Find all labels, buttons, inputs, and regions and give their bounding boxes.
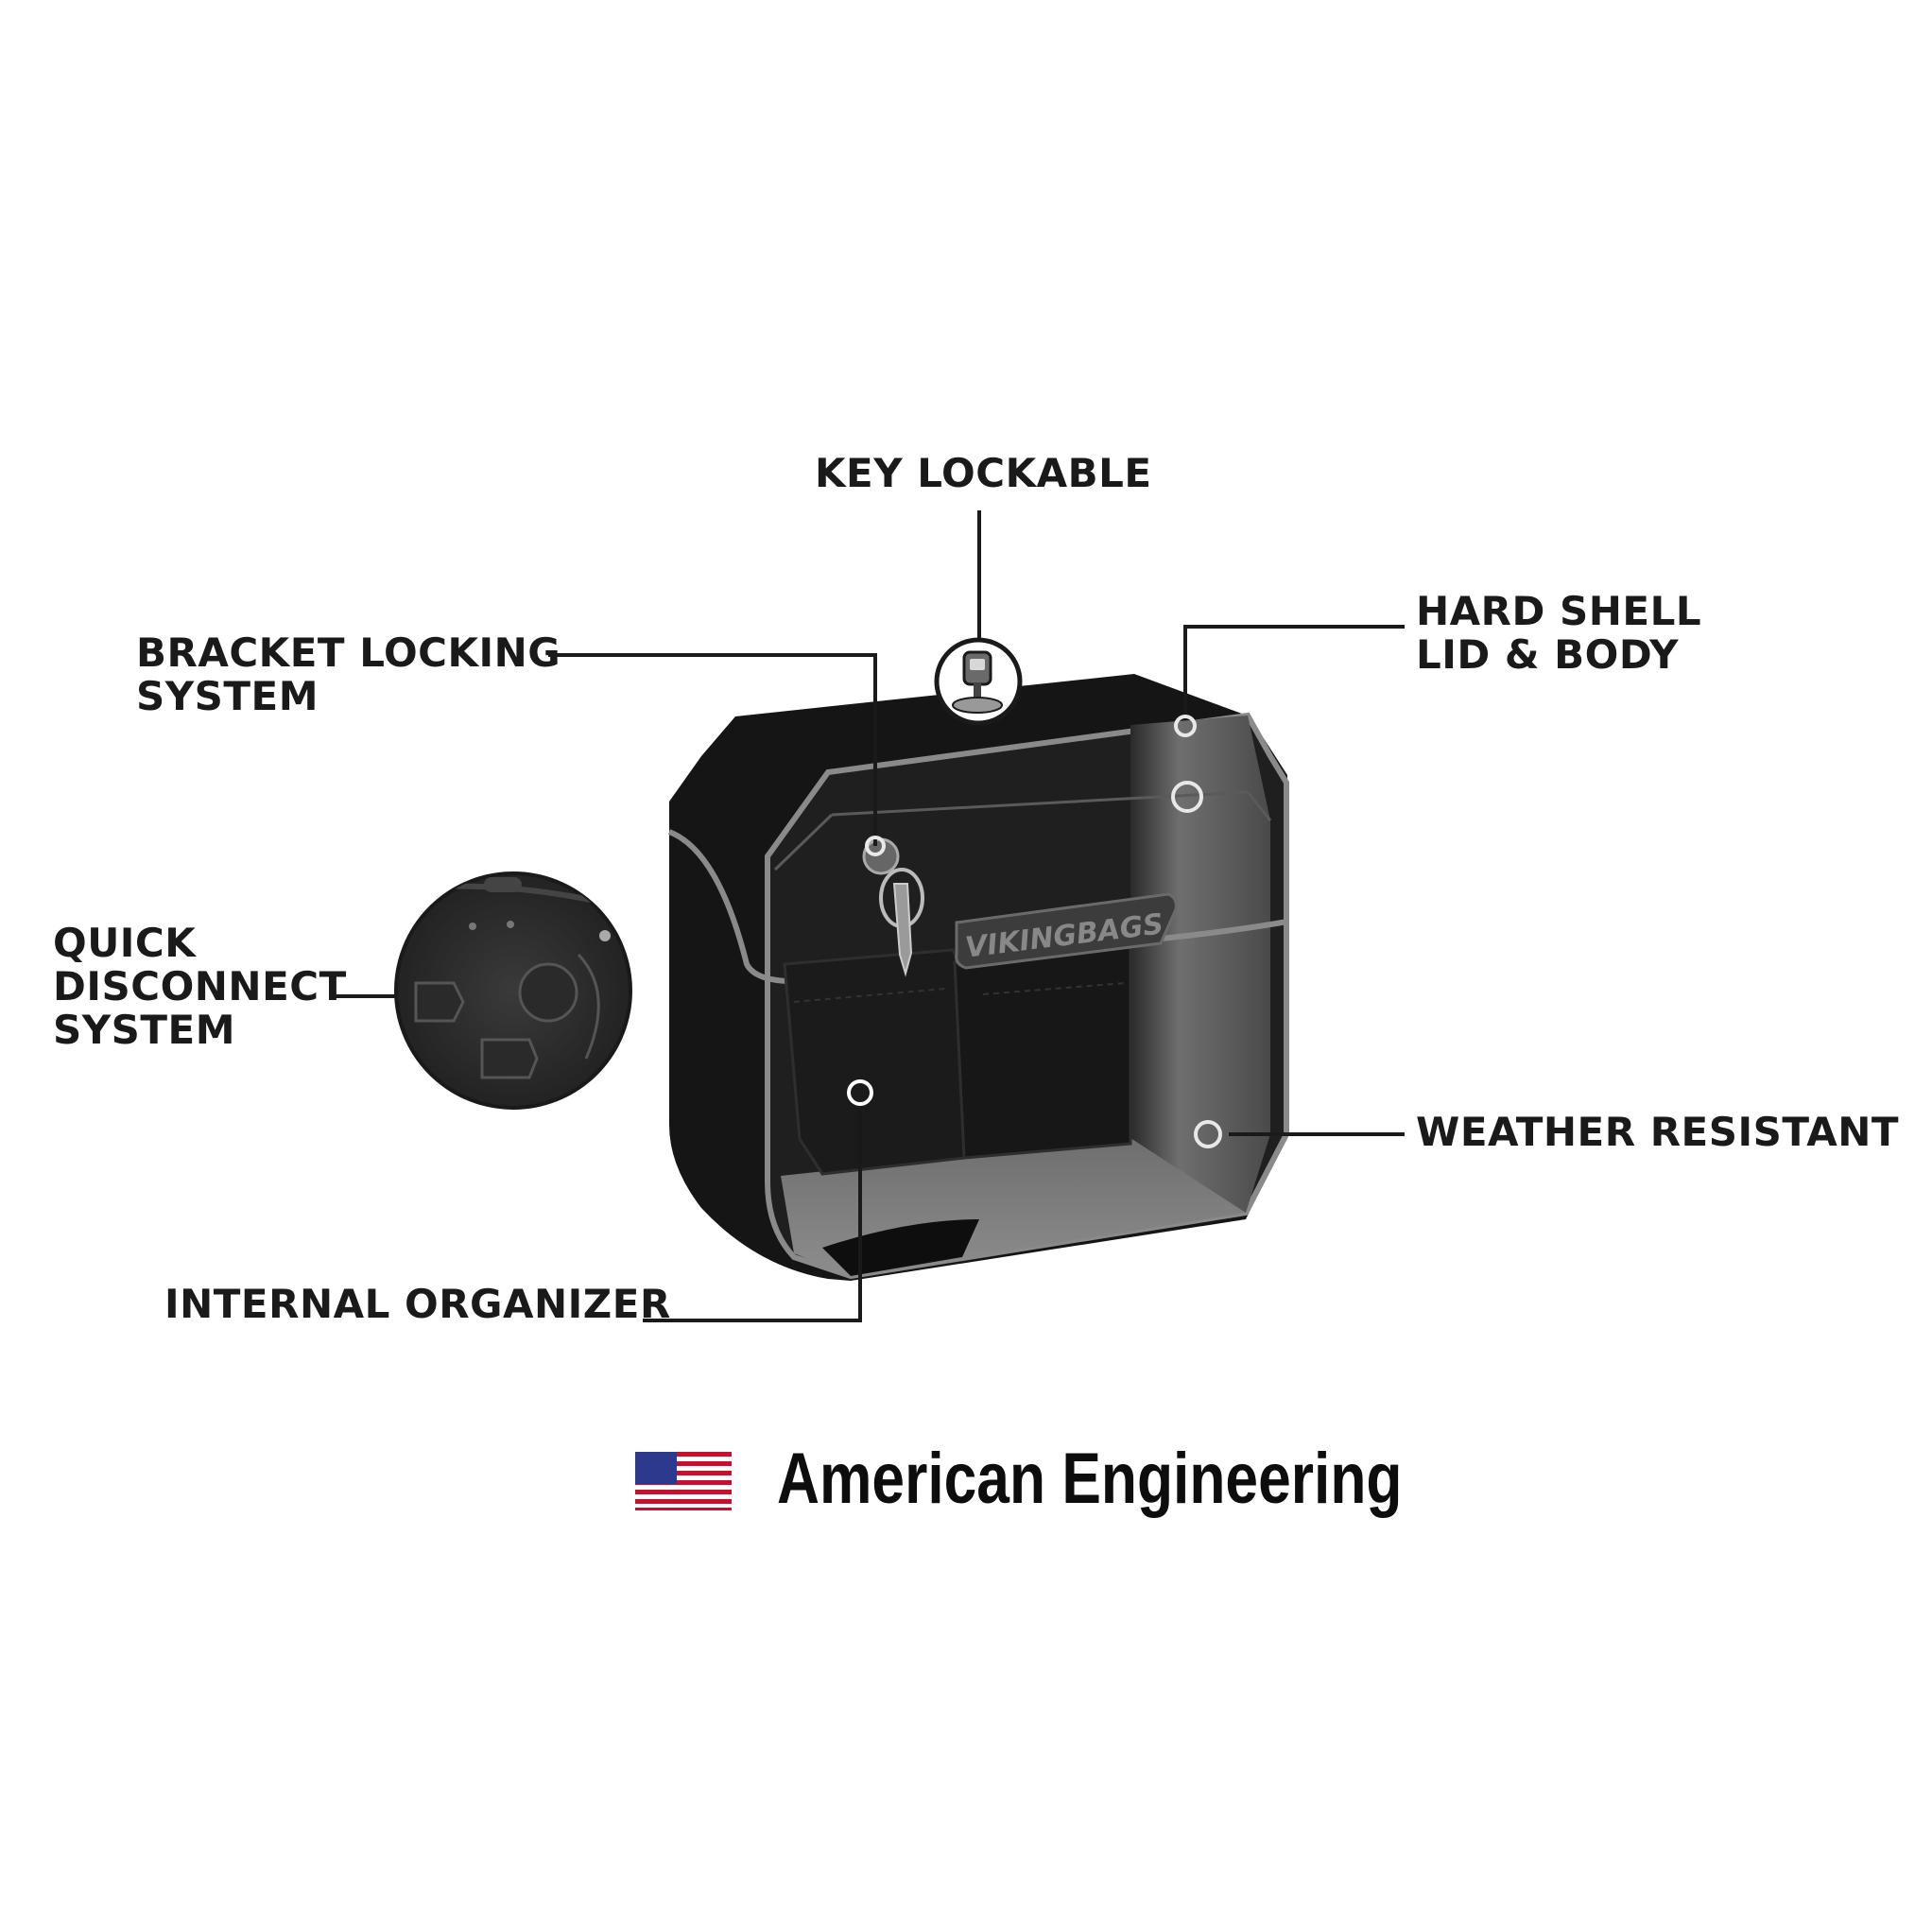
inner-right-wall (1130, 716, 1270, 1213)
callout-markers (847, 715, 1222, 1148)
us-flag-icon (635, 1452, 732, 1510)
footer-american-engineering: American Engineering (777, 1439, 1403, 1519)
callout-quick-disconnect: QUICK DISCONNECT SYSTEM (53, 922, 347, 1052)
key-lock-inset (934, 637, 1023, 726)
organizer-pocket-right (953, 943, 1132, 1160)
quick-disconnect-inset (394, 871, 632, 1110)
callout-lines (336, 510, 1405, 1322)
lid-seam (667, 829, 1288, 985)
callout-internal-organizer: INTERNAL ORGANIZER (164, 1283, 671, 1326)
callout-bracket-line2: SYSTEM (136, 673, 319, 719)
callout-hard-shell: HARD SHELL LID & BODY (1416, 590, 1701, 677)
callout-hard-shell-line1: HARD SHELL (1416, 588, 1702, 634)
callout-weather-line1: WEATHER RESISTANT (1416, 1109, 1900, 1155)
callout-quick-line3: SYSTEM (53, 1007, 236, 1053)
callout-organizer-line1: INTERNAL ORGANIZER (164, 1281, 671, 1327)
brand-plate (955, 892, 1178, 970)
organizer-pocket-left (783, 948, 966, 1176)
callout-key-lockable: KEY LOCKABLE (815, 452, 1152, 495)
saddlebag-illustration: VIKINGBAGS (667, 674, 1289, 1281)
callout-quick-line2: DISCONNECT (53, 963, 347, 1009)
callout-quick-line1: QUICK (53, 920, 197, 966)
lock-cylinder (862, 837, 900, 875)
callout-bracket-line1: BRACKET LOCKING (136, 630, 561, 676)
callout-bracket-locking-system: BRACKET LOCKING SYSTEM (136, 631, 561, 718)
key-ring-icon (879, 868, 924, 977)
callout-weather-resistant: WEATHER RESISTANT (1416, 1111, 1899, 1154)
callout-key-lockable-line1: KEY LOCKABLE (815, 450, 1152, 496)
callout-hard-shell-line2: LID & BODY (1416, 631, 1680, 678)
